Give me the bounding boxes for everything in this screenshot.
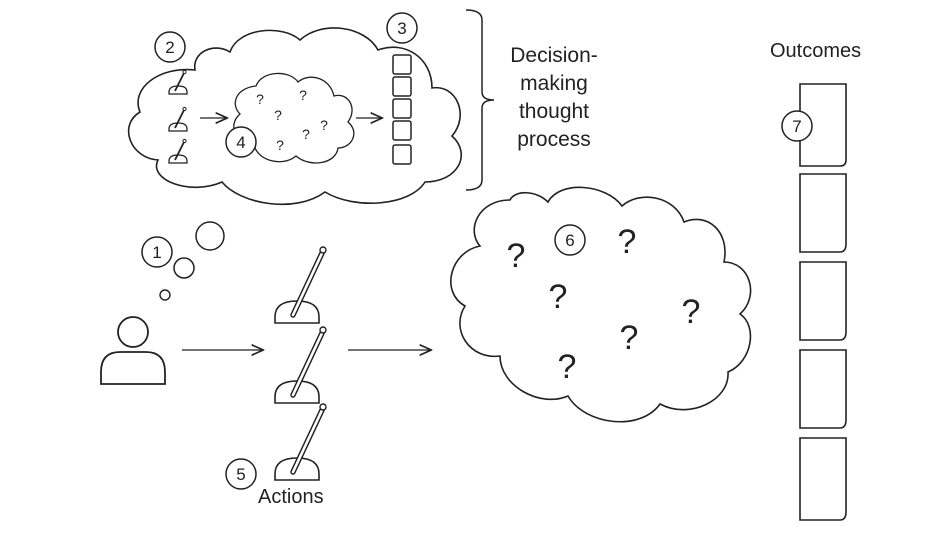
marker-5-label: 5 (236, 465, 245, 484)
lever-icon (275, 247, 326, 323)
outcome-box-icon (799, 349, 847, 429)
question-mark: ? (256, 91, 264, 107)
question-mark: ? (558, 348, 577, 386)
outcomes-label: Outcomes (770, 40, 862, 62)
marker-6 (554, 224, 586, 256)
outcome-box-stack (799, 83, 847, 521)
question-mark: ? (299, 87, 307, 103)
marker-7 (781, 110, 813, 142)
marker-4 (225, 126, 257, 158)
question-mark: ? (302, 126, 310, 142)
lever-icon (275, 327, 326, 403)
outcome-cloud (450, 186, 752, 423)
question-mark: ? (682, 293, 701, 331)
question-mark: ? (274, 107, 282, 123)
marker-4-label: 4 (236, 133, 245, 152)
question-mark: ? (320, 117, 328, 133)
thought-process-label: Decision-making thought process (510, 44, 598, 151)
brace (465, 9, 495, 191)
marker-2 (154, 31, 186, 63)
outcome-box-icon (799, 173, 847, 253)
outcome-box-icon (799, 437, 847, 521)
thought-bubble (195, 221, 225, 251)
lever-icon (275, 404, 326, 480)
thought-bubble (173, 257, 195, 279)
marker-5 (225, 458, 257, 490)
person-icon (100, 316, 166, 385)
inner-cloud (233, 72, 355, 164)
question-mark: ? (618, 223, 637, 261)
small-box-stack (392, 54, 412, 165)
marker-3 (386, 12, 418, 44)
thought-bubble (159, 289, 171, 301)
marker-7-label: 7 (792, 117, 801, 136)
marker-2-label: 2 (165, 38, 174, 57)
question-mark: ? (620, 319, 639, 357)
marker-6-label: 6 (565, 231, 574, 250)
outcome-box-icon (799, 83, 847, 167)
actions-label: Actions (258, 486, 324, 508)
marker-1-label: 1 (152, 243, 161, 262)
question-mark: ? (549, 278, 568, 316)
question-mark: ? (507, 237, 526, 275)
marker-1 (141, 236, 173, 268)
marker-3-label: 3 (397, 19, 406, 38)
question-mark: ? (276, 137, 284, 153)
outcome-box-icon (799, 261, 847, 341)
